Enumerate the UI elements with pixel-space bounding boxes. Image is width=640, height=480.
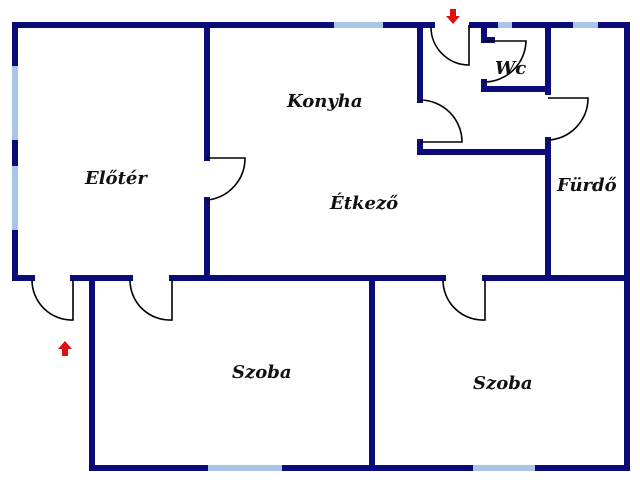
arrow-up-icon <box>58 341 72 356</box>
room-label-szoba-1: Szoba <box>232 362 291 383</box>
room-label-etkezo: Étkező <box>329 191 398 214</box>
room-label-furdo: Fürdő <box>556 175 617 196</box>
room-labels: Konyha Előtér Étkező Fürdő Wc Szoba Szob… <box>84 58 617 394</box>
walls <box>12 22 630 471</box>
room-label-eloter: Előtér <box>84 168 148 189</box>
room-label-konyha: Konyha <box>286 91 363 112</box>
arrow-down-icon <box>446 9 460 24</box>
room-label-wc: Wc <box>495 58 526 79</box>
room-label-szoba-2: Szoba <box>473 373 532 394</box>
doors <box>31 25 589 321</box>
windows <box>12 22 598 471</box>
